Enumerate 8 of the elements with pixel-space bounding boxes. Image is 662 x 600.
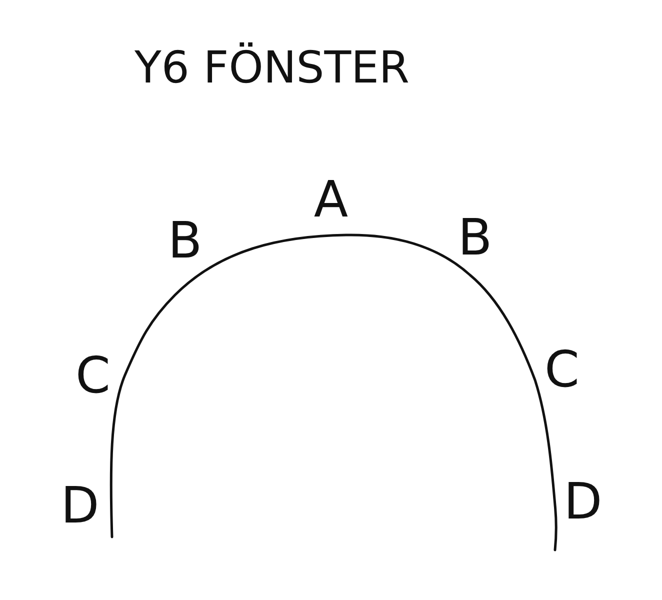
arch-section-label: B <box>458 208 492 268</box>
arch-section-label: D <box>60 476 100 536</box>
arch-section-label: A <box>314 170 348 230</box>
arch-section-label: C <box>76 346 110 406</box>
title: Y6 FÖNSTER <box>134 41 410 96</box>
arch-section-label: D <box>564 472 602 532</box>
arch-section-label: C <box>544 340 580 400</box>
arch-section-label: B <box>168 210 202 272</box>
